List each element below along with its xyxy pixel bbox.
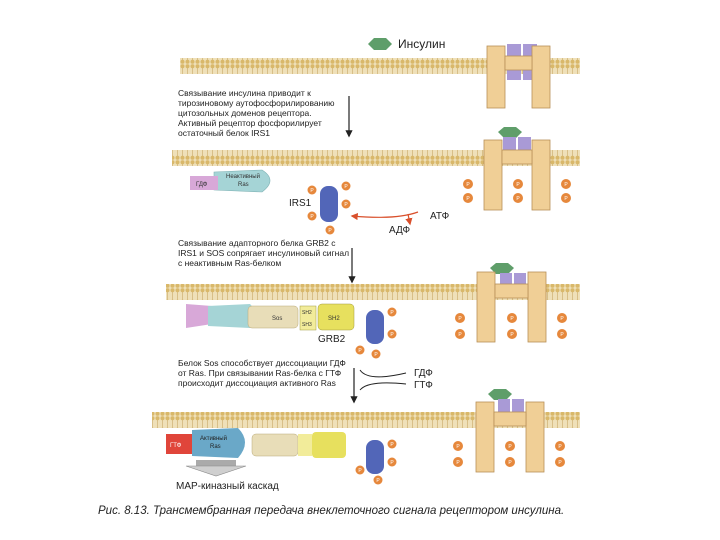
insulin-receptor	[475, 389, 545, 473]
svg-text:P: P	[390, 332, 394, 338]
svg-text:P: P	[344, 184, 348, 190]
step-1-line-1: Связывание инсулина приводит к	[178, 88, 311, 98]
step-1-line-2: тирозиновому аутофосфорилированию	[178, 98, 335, 108]
gdp-out-label: ГДФ	[414, 368, 433, 379]
gtp-label: ГТФ	[414, 380, 433, 391]
sh2-label: SH2	[328, 316, 340, 322]
svg-text:P: P	[560, 316, 564, 322]
active-ras: ГТФ Активный Ras	[166, 428, 245, 458]
panel-1: Инсулин	[180, 37, 580, 109]
step-2-line-1: Связывание адапторного белка GRB2 с	[178, 238, 336, 248]
gdp-label: ГДФ	[196, 182, 208, 188]
ras-sos-grb2-complex: Sos SH2 SH3 SH2 GRB2 P P P P	[186, 303, 397, 359]
sos-protein	[247, 305, 299, 329]
svg-text:P: P	[456, 444, 460, 450]
sos-label: Sos	[272, 316, 282, 322]
step-3-line-1: Белок Sos способствует диссоциации ГДФ	[178, 358, 346, 368]
membrane	[172, 150, 580, 166]
step-3-line-2: от Ras. При связывании Ras-белка с ГТФ	[178, 368, 341, 378]
step-3-text: Белок Sos способствует диссоциации ГДФ о…	[178, 358, 346, 388]
panel-4: P P P P P P ГТФ Активный Ras MAP-киназны…	[152, 389, 580, 492]
svg-text:P: P	[390, 310, 394, 316]
svg-text:P: P	[564, 182, 568, 188]
svg-text:P: P	[390, 442, 394, 448]
sh3-domain	[299, 305, 317, 331]
inactive-ras-label-1: Неактивный	[226, 173, 260, 180]
receptor-phosphates: P P P P P P	[455, 313, 567, 339]
svg-text:P: P	[560, 332, 564, 338]
step-1-line-4: Активный рецептор фосфорилирует	[178, 118, 322, 128]
step-3-line-3: происходит диссоциация активного Ras	[178, 378, 336, 388]
svg-text:P: P	[358, 348, 362, 354]
svg-text:P: P	[508, 444, 512, 450]
active-ras-label-1: Активный	[200, 435, 227, 442]
step-1-line-5: остаточный белок IRS1	[178, 128, 270, 138]
sos-grb2-irs1-complex: P P P P	[251, 432, 397, 485]
insulin-molecule	[368, 38, 392, 50]
svg-text:P: P	[516, 182, 520, 188]
panel-3: P P P P P P Sos SH2 SH3 SH2 GRB2 P P P P	[166, 263, 580, 359]
svg-text:P: P	[466, 196, 470, 202]
svg-text:P: P	[516, 196, 520, 202]
svg-text:P: P	[466, 182, 470, 188]
irs1-protein: IRS1 P P P P P	[289, 181, 351, 235]
gdp-gtp-exchange-arrow	[359, 369, 407, 391]
figure-caption: Рис. 8.13. Трансмембранная передача внек…	[98, 505, 564, 517]
sh3-label: SH3	[302, 322, 312, 328]
step-1-text: Связывание инсулина приводит к тирозинов…	[178, 88, 335, 138]
svg-text:P: P	[310, 188, 314, 194]
sh2-domain	[317, 303, 355, 331]
map-kinase-arrow	[185, 465, 247, 477]
svg-text:P: P	[458, 316, 462, 322]
receptor-phosphates: P P P P P P	[453, 441, 565, 467]
membrane	[166, 284, 580, 300]
svg-text:P: P	[558, 444, 562, 450]
insulin-receptor	[476, 263, 547, 343]
svg-text:P: P	[376, 478, 380, 484]
inactive-ras-label-2: Ras	[238, 182, 249, 188]
step-1-line-3: цитозольных доменов рецептора.	[178, 108, 312, 118]
adp-label: АДФ	[389, 225, 411, 236]
svg-text:P: P	[374, 352, 378, 358]
svg-text:P: P	[328, 228, 332, 234]
map-kinase-label: MAP-киназный каскад	[176, 481, 279, 492]
svg-text:P: P	[456, 460, 460, 466]
gdp-box	[190, 176, 218, 190]
adp-arrow	[405, 213, 413, 226]
svg-text:P: P	[358, 468, 362, 474]
membrane	[152, 412, 580, 428]
gtp-box	[166, 434, 194, 454]
step-2-text: Связывание адапторного белка GRB2 с IRS1…	[178, 238, 349, 268]
svg-text:P: P	[558, 460, 562, 466]
svg-text:P: P	[510, 332, 514, 338]
membrane	[180, 58, 580, 74]
atp-label: АТФ	[430, 211, 450, 222]
step-2-line-3: с неактивным Ras-белком	[178, 258, 281, 268]
svg-text:P: P	[344, 202, 348, 208]
grb2-label: GRB2	[318, 334, 346, 345]
phosphorylation-arrow	[350, 211, 419, 221]
insulin-label: Инсулин	[398, 37, 445, 51]
svg-text:P: P	[390, 460, 394, 466]
panel-2: P P P P P P ГДФ Неактивный Ras IRS1 P P …	[172, 127, 580, 236]
svg-text:P: P	[508, 460, 512, 466]
sh2-small-label: SH2	[302, 310, 312, 316]
inactive-ras: ГДФ Неактивный Ras	[190, 169, 271, 193]
svg-text:P: P	[564, 196, 568, 202]
svg-text:P: P	[458, 332, 462, 338]
insulin-receptor	[483, 127, 551, 211]
svg-text:P: P	[510, 316, 514, 322]
insulin-receptor	[486, 44, 551, 109]
step-2-line-2: IRS1 и SOS сопрягает инсулиновый сигнал	[178, 248, 349, 258]
irs1-label: IRS1	[289, 198, 312, 209]
irs1-protein	[366, 310, 384, 344]
active-ras-label-2: Ras	[210, 444, 221, 450]
svg-text:P: P	[310, 214, 314, 220]
gtp-small-label: ГТФ	[170, 443, 182, 449]
receptor-phosphates: P P P P P P	[463, 179, 571, 203]
